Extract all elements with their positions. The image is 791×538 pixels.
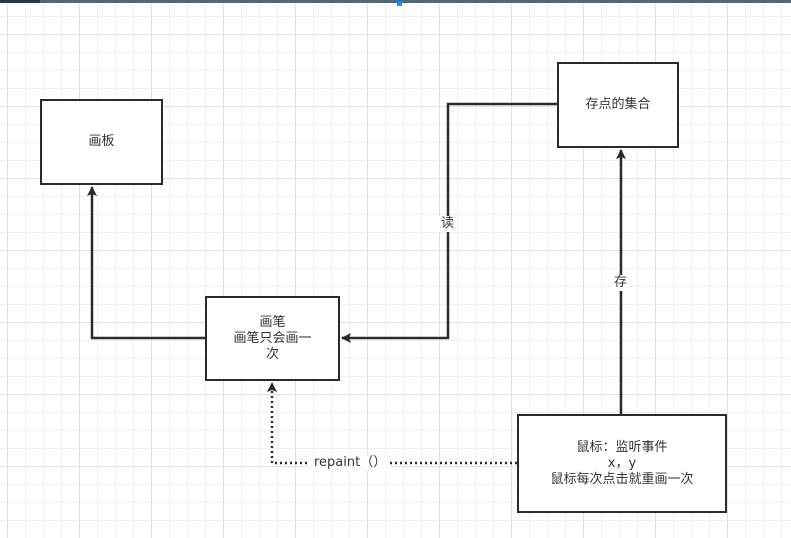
top-toolbar-strip: [0, 0, 791, 3]
node-pen-line-2: 画笔只会画一: [233, 330, 312, 346]
edge-pen-to-board[interactable]: [87, 186, 205, 340]
node-canvas-board-label: 画板: [88, 134, 115, 149]
top-toolbar-left-segment: [0, 0, 40, 3]
node-mouse-listener[interactable]: 鼠标：监听事件 x，y 鼠标每次点击就重画一次: [517, 414, 727, 513]
node-mouse-line-1: 鼠标：监听事件: [576, 439, 668, 455]
edge-label-store: 存: [612, 275, 630, 291]
node-mouse-line-3: 鼠标每次点击就重画一次: [550, 471, 694, 487]
node-pen-line-1: 画笔: [259, 314, 286, 330]
edge-label-repaint: repaint（）: [310, 455, 391, 471]
node-canvas-board[interactable]: 画板: [40, 99, 163, 185]
edge-mouse-to-pen[interactable]: [267, 382, 517, 465]
node-pen[interactable]: 画笔 画笔只会画一 次: [205, 296, 340, 381]
edge-label-read: 读: [439, 216, 457, 232]
resize-handle[interactable]: [397, 1, 402, 6]
node-pen-line-3: 次: [265, 346, 279, 362]
node-point-collection-label: 存点的集合: [585, 97, 651, 112]
node-mouse-line-2: x，y: [607, 455, 637, 471]
node-point-collection[interactable]: 存点的集合: [557, 62, 679, 148]
